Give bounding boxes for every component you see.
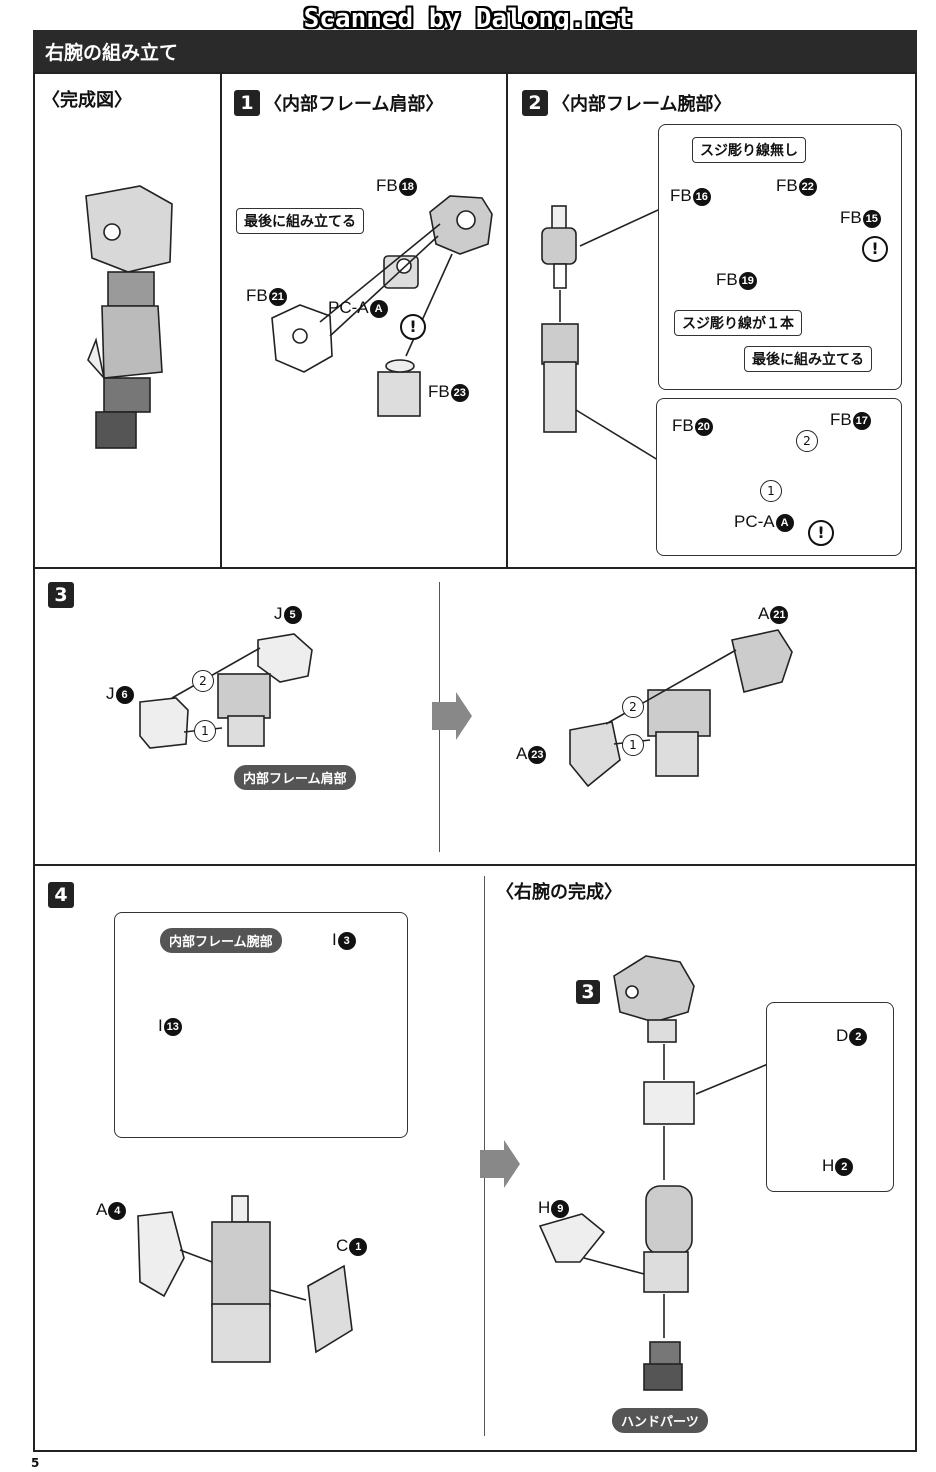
complete-arm-detail-box	[766, 1002, 894, 1192]
complete-arm-title: 〈右腕の完成〉	[496, 882, 622, 903]
complete-arm-drawing	[85, 185, 173, 449]
divider-v2	[506, 72, 508, 568]
warning-icon: !	[862, 236, 888, 262]
order-marker-2: 2	[192, 670, 214, 692]
hand-parts-label: ハンドパーツ	[612, 1408, 708, 1433]
watermark-text: Scanned by Dalong.net	[303, 4, 633, 34]
order-marker-2: 2	[622, 696, 644, 718]
step2-number: 2	[522, 90, 548, 116]
step2-note-no-line: スジ彫り線無し	[692, 137, 806, 163]
step1-note-last: 最後に組み立てる	[236, 208, 364, 234]
section-header: 右腕の組み立て	[33, 30, 917, 72]
order-marker-1: 1	[622, 734, 644, 756]
page-number: 5	[31, 1456, 40, 1470]
step2-title: 〈内部フレーム腕部〉	[552, 94, 732, 115]
step2-detail-box-top	[658, 124, 902, 390]
order-marker-2: 2	[796, 430, 818, 452]
step3-number: 3	[48, 582, 74, 608]
divider-v1	[220, 72, 222, 568]
step3-reference-number: 3	[576, 980, 600, 1004]
warning-icon: !	[400, 314, 426, 340]
section-title: 右腕の組み立て	[45, 42, 179, 64]
warning-icon: !	[808, 520, 834, 546]
step4-label-arm-frame: 内部フレーム腕部	[160, 928, 282, 953]
step3-label-shoulder-frame: 内部フレーム肩部	[234, 765, 356, 790]
instruction-frame	[33, 72, 917, 1452]
divider-h2	[33, 864, 917, 866]
step2-note-last: 最後に組み立てる	[744, 346, 872, 372]
step1-number: 1	[234, 90, 260, 116]
order-marker-1: 1	[760, 480, 782, 502]
complete-view-title: 〈完成図〉	[42, 90, 132, 111]
step1-title: 〈内部フレーム肩部〉	[264, 94, 444, 115]
step4-number: 4	[48, 882, 74, 908]
step2-note-one-line: スジ彫り線が１本	[674, 310, 802, 336]
divider-h1	[33, 567, 917, 569]
order-marker-1: 1	[194, 720, 216, 742]
